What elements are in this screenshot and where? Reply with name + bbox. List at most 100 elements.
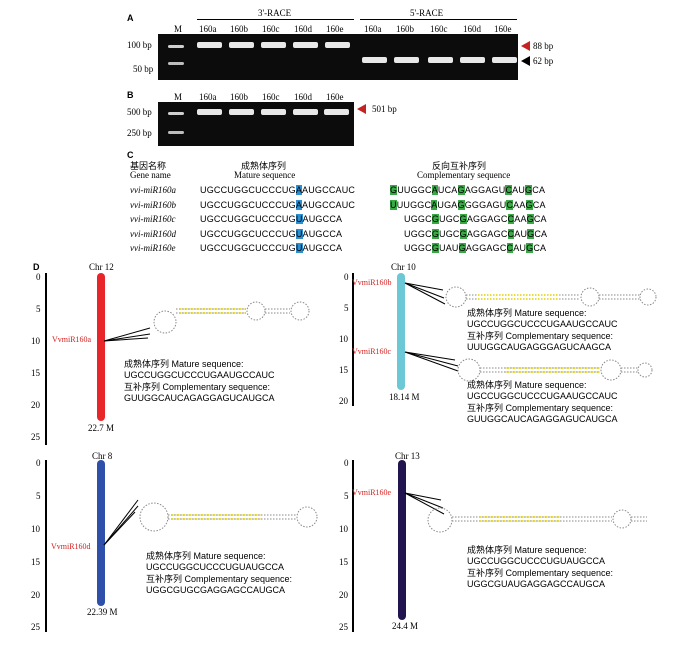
chr8-tick: 25 (31, 622, 40, 632)
locus-label-160d: VvmiR160d (51, 542, 91, 551)
gel-a-lane: 160d (463, 24, 481, 34)
chr13-tick: 20 (339, 590, 348, 600)
locus-label-160a: VvmiR160a (52, 335, 92, 344)
chr13-title: Chr 13 (395, 451, 420, 461)
chr10-axis (352, 273, 354, 406)
chr10-tick: 5 (344, 303, 349, 313)
chr13-tick: 0 (344, 458, 349, 468)
table-col2-zh: 成熟体序列 (241, 161, 287, 171)
chr12-tick: 10 (31, 336, 40, 346)
chr8-bar (97, 460, 105, 606)
chr12-length: 22.7 M (88, 423, 115, 433)
gel-b-lane-m: M (174, 92, 183, 102)
locus-label-160e: VvmiR160e (352, 488, 392, 497)
gene-name: vvi-miR160c (130, 214, 176, 224)
mature-sequence: UGCCUGGCUCCCUGUAUGCCA (200, 228, 343, 239)
gel-b-lane: 160d (294, 92, 312, 102)
chr10-title: Chr 10 (391, 262, 416, 272)
chr12-title: Chr 12 (89, 262, 114, 272)
chr13-tick: 5 (344, 491, 349, 501)
gene-name: vvi-miR160b (130, 199, 176, 210)
gel-a-size-62: 62 bp (533, 56, 554, 66)
gel-b-lane: 160b (230, 92, 248, 102)
gene-name: vvi-miR160e (130, 243, 176, 253)
gel-a-group-line-1 (197, 19, 354, 20)
locus-label-160c: VvmiR160c (352, 347, 392, 356)
chr10-tick: 15 (339, 365, 348, 375)
gel-a-lane: 160d (294, 24, 312, 34)
table-col1-zh: 基因名称 (130, 161, 167, 171)
gel-a-lane: 160c (262, 24, 280, 34)
table-col2-en: Mature sequence (234, 170, 296, 180)
chr10-tick: 10 (339, 334, 348, 344)
complementary-sequence: UUUGGCAUGAGGGGAGUCAAGCA (390, 199, 546, 210)
arrow-88bp-icon (521, 41, 530, 51)
gel-b-marker-250: 250 bp (127, 128, 152, 138)
chr13-tick: 10 (339, 524, 348, 534)
chr8-title: Chr 8 (92, 451, 113, 461)
panel-label-a: A (127, 13, 134, 23)
chr10-tick: 0 (344, 272, 349, 282)
chr10-length: 18.14 M (389, 392, 420, 402)
caption-160d: 成熟体序列 Mature sequence: UGCCUGGCUCCCUGUAU… (146, 551, 293, 595)
gel-b-lane: 160e (326, 92, 344, 102)
gel-a-image (158, 34, 518, 80)
caption-160b: 成熟体序列 Mature sequence: UGCCUGGCUCCCUGAAU… (467, 308, 618, 352)
locus-label-160b: VvmiR160b (352, 278, 392, 287)
caption-160e: 成熟体序列 Mature sequence: UGCCUGGCUCCCUGUAU… (467, 545, 614, 589)
table-col3-zh: 反向互补序列 (432, 161, 487, 171)
caption-160c: 成熟体序列 Mature sequence: UGCCUGGCUCCCUGAAU… (467, 380, 618, 424)
chr8-tick: 15 (31, 557, 40, 567)
gel-a-lane: 160a (364, 24, 382, 34)
gel-a-group-3race: 3'-RACE (258, 8, 292, 18)
chr13-bar (398, 460, 406, 620)
complementary-sequence: UGGCGUGCGAGGAGCCAUGCA (404, 228, 548, 239)
chr13-tick: 15 (339, 557, 348, 567)
gel-b-lane: 160a (199, 92, 217, 102)
chr12-tick: 25 (31, 432, 40, 442)
panel-label-c: C (127, 150, 134, 160)
chr12-bar (97, 273, 105, 421)
chr12-axis (45, 273, 47, 445)
chr12-tick: 20 (31, 400, 40, 410)
gel-a-group-5race: 5'-RACE (410, 8, 444, 18)
gel-a-lane: 160b (396, 24, 414, 34)
panel-label-b: B (127, 90, 134, 100)
gel-a-lane: 160b (230, 24, 248, 34)
gel-a-size-88: 88 bp (533, 41, 554, 51)
arrow-501bp-icon (357, 104, 366, 114)
gene-name: vvi-miR160a (130, 185, 176, 195)
table-col1-en: Gene name (130, 170, 171, 180)
arrow-62bp-icon (521, 56, 530, 66)
mature-sequence: UGCCUGGCUCCCUGUAUGCCA (200, 214, 343, 224)
gel-a-lane: 160a (199, 24, 217, 34)
table-col3-en: Complementary sequence (417, 170, 511, 180)
chr10-tick: 20 (339, 396, 348, 406)
gel-a-lane: 160e (326, 24, 344, 34)
mature-sequence: UGCCUGGCUCCCUGUAUGCCA (200, 243, 343, 253)
gel-a-marker-50: 50 bp (133, 64, 154, 74)
caption-160a: 成熟体序列 Mature sequence: UGCCUGGCUCCCUGAAU… (124, 359, 275, 403)
chr8-tick: 20 (31, 590, 40, 600)
complementary-sequence: UGGCGUAUGAGGAGCCAUGCA (404, 243, 547, 253)
gel-a-group-line-2 (360, 19, 517, 20)
gel-b-size-501: 501 bp (372, 104, 397, 114)
mature-sequence: UGCCUGGCUCCCUGAAUGCCAUC (200, 185, 356, 195)
panel-label-d: D (33, 262, 40, 272)
gel-a-lane-m: M (174, 24, 183, 34)
gel-a-lane: 160c (430, 24, 448, 34)
chr8-tick: 0 (36, 458, 41, 468)
chr8-tick: 5 (36, 491, 41, 501)
chr13-length: 24.4 M (392, 621, 419, 631)
complementary-sequence: UGGCGUGCGAGGAGCCAAGCA (404, 214, 547, 224)
gel-b-marker-500: 500 bp (127, 107, 152, 117)
gel-b-image (158, 102, 354, 146)
chr10-bar (397, 273, 405, 390)
mature-sequence: UGCCUGGCUCCCUGAAUGCCAUC (200, 199, 356, 210)
gene-name: vvi-miR160d (130, 228, 176, 239)
chr13-tick: 25 (339, 622, 348, 632)
chr8-axis (45, 460, 47, 632)
gel-b-lane: 160c (262, 92, 280, 102)
chr12-tick: 15 (31, 368, 40, 378)
